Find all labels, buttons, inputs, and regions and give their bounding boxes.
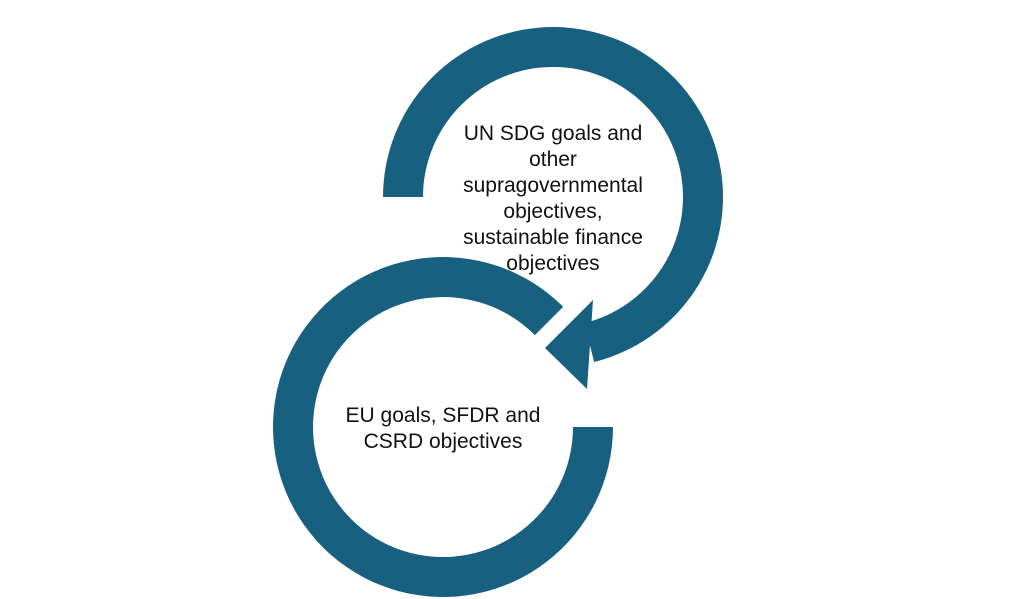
top-cycle-line: objectives, — [503, 200, 602, 223]
top-cycle-line: other — [529, 148, 577, 171]
top-cycle: UN SDG goals and other supragovernmental… — [383, 27, 723, 389]
bottom-cycle-line: CSRD objectives — [364, 430, 523, 453]
top-cycle-line: sustainable finance — [463, 226, 643, 249]
bottom-ring-arc — [272, 257, 613, 598]
bottom-cycle-line: EU goals, SFDR and — [346, 404, 541, 427]
bottom-cycle: EU goals, SFDR and CSRD objectives — [272, 257, 613, 598]
top-ring-arrowhead-icon — [545, 300, 593, 389]
top-cycle-line: objectives — [506, 252, 599, 275]
top-cycle-line: UN SDG goals and — [464, 122, 643, 145]
top-cycle-line: supragovernmental — [463, 174, 643, 197]
